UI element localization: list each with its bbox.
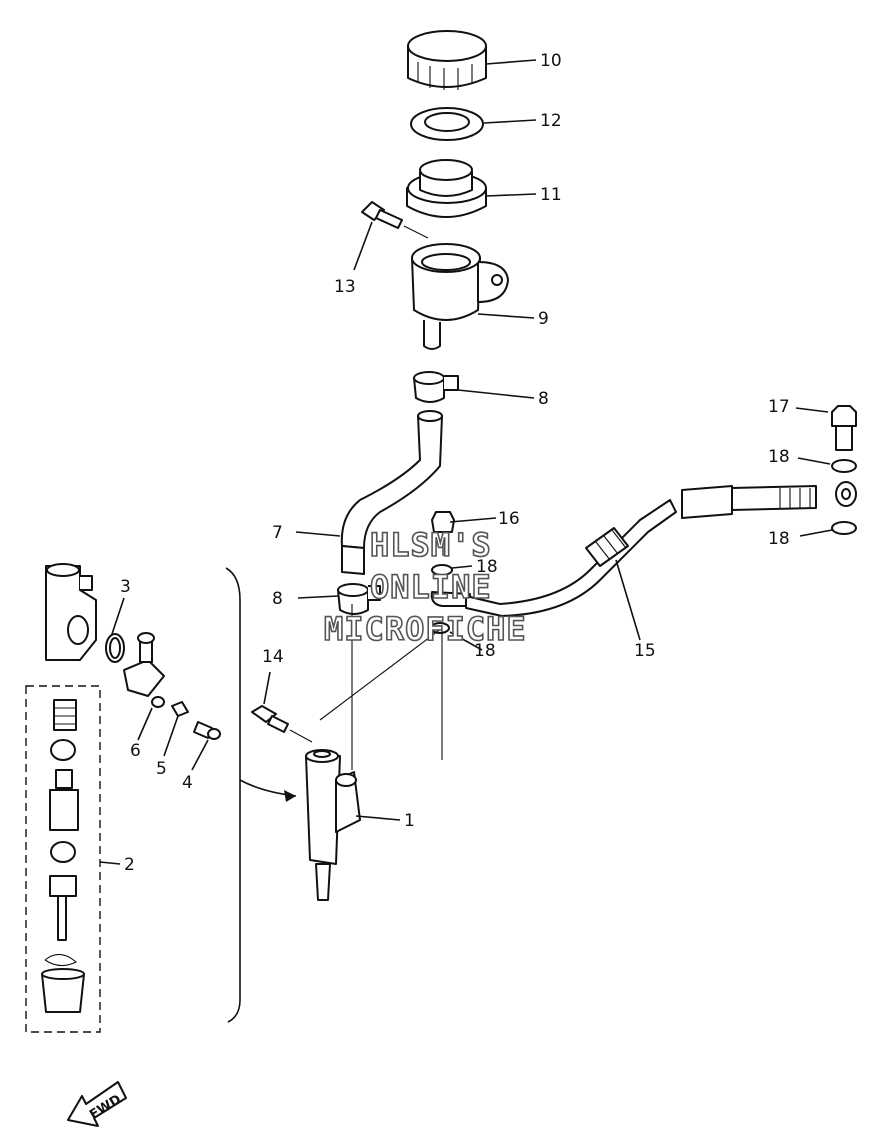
callout-1: 1 [404,811,415,831]
watermark-line-2: ONLINE [370,568,492,606]
callout-17: 17 [768,397,790,417]
part-10-reservoir-cap [407,30,487,90]
part-11-diaphragm [406,159,487,218]
assembly-guide-lines [319,604,443,770]
callout-7: 7 [272,523,283,543]
callout-11: 11 [540,185,562,205]
callout-18-b: 18 [476,557,498,577]
callout-18-a: 18 [768,447,790,467]
part-15-brake-hose [465,481,857,617]
callout-18-d: 18 [474,641,496,661]
callout-13: 13 [334,277,356,297]
fwd-arrow-icon: FWD [67,1081,127,1127]
part-8-lower-clamp [337,583,381,615]
assembly-bracket [225,567,297,1023]
callout-12: 12 [540,111,562,131]
callout-8-lower: 8 [272,589,283,609]
callout-4: 4 [182,773,193,793]
callout-5: 5 [156,759,167,779]
callout-9: 9 [538,309,549,329]
part-14-bolt [251,705,313,743]
callout-16: 16 [498,509,520,529]
callout-6: 6 [130,741,141,761]
part-3-oring-group [45,563,125,663]
callout-labels: 10 12 11 13 9 8 17 18 16 18 7 18 8 18 3 … [120,51,790,875]
part-16-union-bolt [430,511,471,634]
callout-3: 3 [120,577,131,597]
callout-14: 14 [262,647,284,667]
part-13-bolt [361,201,429,239]
part-17-bleed-screw [831,405,857,535]
callout-8-upper: 8 [538,389,549,409]
part-9-reservoir [411,243,509,350]
callout-10: 10 [540,51,562,71]
watermark: HLSM'S ONLINE MICROFICHE [323,525,527,649]
part-6-nut-5-washer-4-bolt [123,632,221,740]
part-1-master-cylinder [305,749,361,901]
callout-18-c: 18 [768,529,790,549]
part-12-plate [410,107,484,141]
callout-2: 2 [124,855,135,875]
part-8-upper-clamp [413,371,459,403]
callout-15: 15 [634,641,656,661]
part-2-piston-kit [25,685,101,1033]
part-7-hose [340,410,443,575]
leader-lines [99,59,833,865]
watermark-line-3: MICROFICHE [324,610,527,648]
watermark-line-1: HLSM'S [370,526,492,564]
